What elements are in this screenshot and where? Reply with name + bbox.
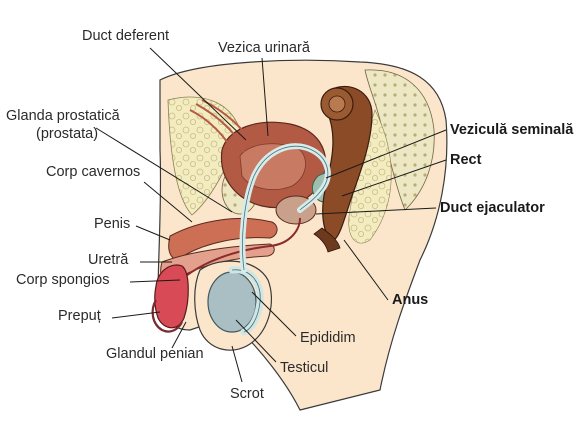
anal-canal [313,227,341,253]
leader-anus [343,239,389,301]
label-corp-cavernos: Corp cavernos [46,164,141,180]
label-duct-deferent: Duct deferent [82,28,170,44]
testis [207,271,257,333]
leader-testicul [235,319,277,363]
label-prepuț: Prepuț [58,308,101,324]
label-corp-spongios: Corp spongios [16,272,110,288]
label-epididim: Epididim [300,330,356,346]
glans-penis [154,264,189,329]
label-duct-ejaculator: Duct ejaculator [440,200,545,216]
label-glanda-prostatica: Glanda prostatică [6,108,120,124]
label-prostata: (prostata) [36,126,99,142]
leader-vezicula-seminala [325,129,447,179]
label-vezica-urinara: Vezica urinară [218,40,310,56]
leader-lines [95,47,447,383]
leader-corp-cavernos [143,181,193,223]
leader-duct-deferent [149,47,247,141]
leader-glanda-prostatica [95,127,233,213]
rectum-lumen [328,95,346,113]
leader-duct-ejaculator [315,207,437,215]
label-vezicula-seminala: Veziculă seminală [450,122,574,138]
label-scrot: Scrot [230,386,264,402]
ductus-deferens-outline [242,145,329,271]
leader-epididim [251,291,297,337]
leader-scrot [231,345,243,383]
label-anus: Anus [392,292,429,308]
sacrum-bone [364,69,435,211]
label-rect: Rect [450,152,482,168]
leader-corp-spongios [129,279,181,283]
fat-tissue [167,96,241,216]
leader-glandul-penian [171,321,187,349]
label-uretra: Uretră [88,252,129,268]
foreskin [151,299,183,333]
label-testicul: Testicul [280,360,329,376]
leader-rect [341,159,447,197]
leader-vezica-urinara [261,57,269,137]
leader-prepuț [111,311,161,319]
label-penis: Penis [94,216,131,232]
leader-penis [135,225,171,241]
label-glandul-penian: Glandul penian [106,346,204,362]
